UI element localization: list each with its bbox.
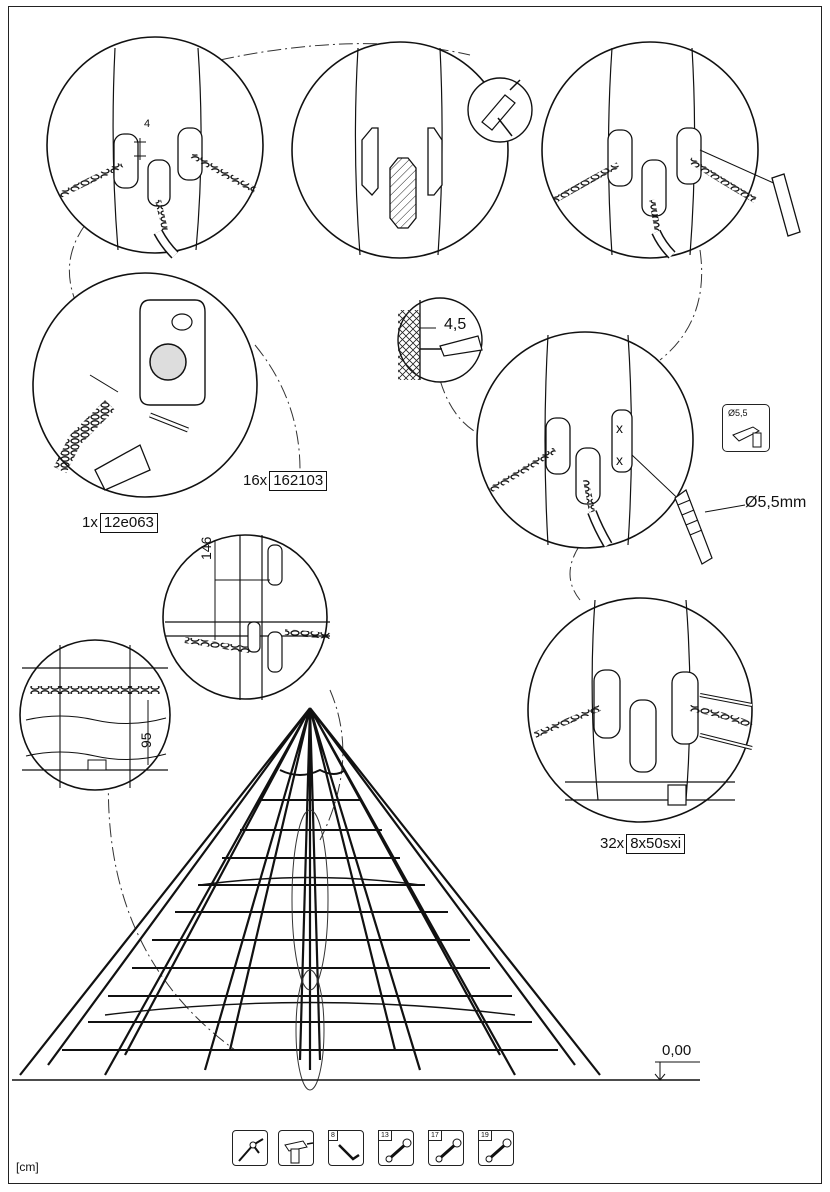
detail-circle-4 [32, 272, 258, 498]
pliers-icon [238, 1138, 264, 1162]
part-qty: 32x [600, 835, 625, 852]
drill-diameter: Ø5,5mm [745, 494, 807, 511]
level-label: 0,00 [662, 1042, 692, 1059]
part-qty: 1x [82, 514, 98, 531]
part-qty: 16x [243, 472, 268, 489]
detail-circle-2 [291, 41, 509, 259]
part-code: 162103 [269, 471, 328, 491]
tool-size: 13 [378, 1130, 392, 1141]
tool-wrench-13: 13 [378, 1130, 414, 1166]
drill-depth-circle [397, 297, 483, 383]
detail-circle-5 [476, 331, 694, 549]
drill-mark-x: x [616, 452, 623, 468]
page-frame [8, 6, 822, 1184]
hex-key-icon [338, 1144, 360, 1161]
rope-pyramid [19, 707, 601, 1091]
tool-power-drill [278, 1130, 314, 1166]
dimension-95: 95 [138, 732, 154, 748]
drill-size-badge: Ø5,5 [722, 404, 770, 452]
tool-hex-key: 8 [328, 1130, 364, 1166]
tool-pliers [232, 1130, 268, 1166]
tool-size: 19 [478, 1130, 492, 1141]
detail-circle-3 [541, 41, 759, 259]
drill-icon [732, 426, 762, 448]
tool-wrench-17: 17 [428, 1130, 464, 1166]
dimension-4-5: 4,5 [444, 316, 467, 333]
detail-circle-1 [46, 36, 264, 259]
wrench-icon [485, 1138, 512, 1163]
dimension-146: 146 [198, 536, 214, 560]
drill-size-label: Ø5,5 [728, 408, 748, 418]
wrench-icon [385, 1138, 412, 1163]
tool-size: 17 [428, 1130, 442, 1141]
marker-pen [699, 149, 801, 237]
part-code: 12e063 [99, 513, 158, 533]
unit-note: [cm] [16, 1160, 39, 1174]
detail-circle-8 [527, 597, 754, 823]
drill-mark-x: x [616, 420, 623, 436]
dimension-4: 4 [144, 118, 151, 130]
tool-size: 8 [328, 1130, 338, 1141]
wrench-icon [435, 1138, 462, 1163]
tool-wrench-19: 19 [478, 1130, 514, 1166]
drill-detail-circle [467, 77, 533, 143]
part-code: 8x50sxi [626, 834, 686, 854]
detail-circle-7 [19, 639, 171, 791]
detail-circle-6 [162, 534, 331, 700]
power-drill-icon [284, 1140, 314, 1164]
drill-bit [631, 454, 746, 565]
level-marker [654, 1061, 700, 1081]
